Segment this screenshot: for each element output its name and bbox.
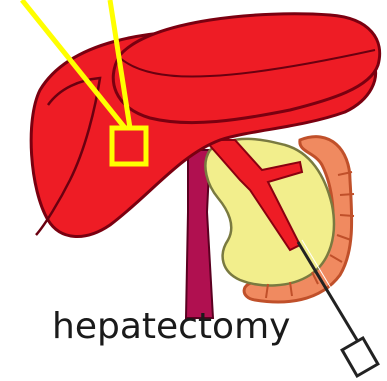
needle-hub	[342, 338, 378, 376]
caption-label: hepatectomy	[52, 306, 302, 347]
